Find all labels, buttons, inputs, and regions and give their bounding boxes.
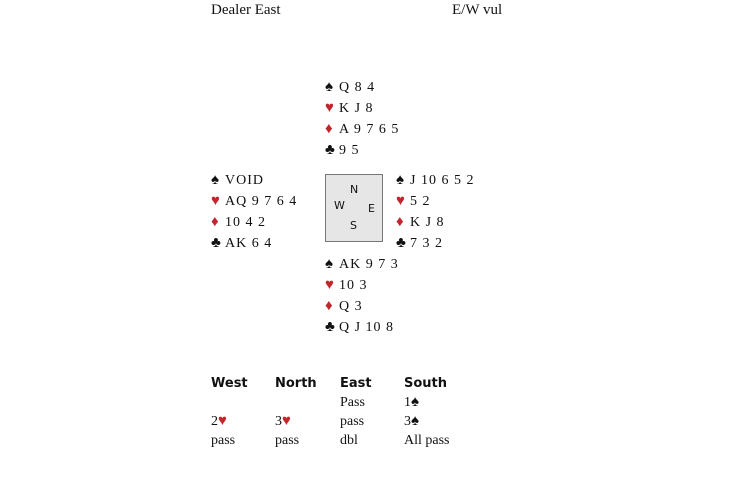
east-hand: ♠J 10 6 5 2♥5 2♦K J 8♣7 3 2 xyxy=(396,170,474,254)
auction-bid: 2♥ xyxy=(211,412,227,431)
auction-bid: pass xyxy=(275,431,299,450)
club-icon: ♣ xyxy=(325,142,336,158)
west-diamonds-row: ♦ 10 4 2 xyxy=(211,212,297,233)
spade-icon: ♠ xyxy=(325,79,334,95)
auction-header-cell: East xyxy=(340,374,372,393)
auction-header: South xyxy=(404,376,448,391)
north-clubs-row: ♣9 5 xyxy=(325,140,399,161)
north-hearts-row: ♥ K J 8 xyxy=(325,98,399,119)
compass-east: E xyxy=(368,202,375,215)
club-icon: ♣ xyxy=(325,319,336,335)
club-icon: ♣ xyxy=(211,235,222,251)
south-diamonds-cards: Q 3 xyxy=(339,299,363,314)
east-diamonds-cards: K J 8 xyxy=(410,215,445,230)
compass-north: N xyxy=(350,183,359,196)
auction-call: pass xyxy=(211,433,236,448)
diamond-icon: ♦ xyxy=(325,298,334,314)
west-clubs-cards: AK 6 4 xyxy=(225,236,273,251)
auction-call: 2 xyxy=(211,414,218,429)
east-hearts-cards: 5 2 xyxy=(410,194,431,209)
south-hearts-cards: 10 3 xyxy=(339,278,368,293)
vulnerability-label: E/W vul xyxy=(452,2,503,18)
spade-icon: ♠ xyxy=(411,394,419,410)
auction-call: Pass xyxy=(340,395,365,410)
heart-icon: ♥ xyxy=(282,413,291,429)
east-hearts-row: ♥ 5 2 xyxy=(396,191,474,212)
auction-bid: 1♠ xyxy=(404,393,419,412)
east-spades-row: ♠ J 10 6 5 2 xyxy=(396,170,474,191)
auction-header: West xyxy=(211,376,248,391)
spade-icon: ♠ xyxy=(396,172,405,188)
south-clubs-row: ♣Q J 10 8 xyxy=(325,317,399,338)
auction-header-cell: North xyxy=(275,374,317,393)
auction-call: dbl xyxy=(340,433,358,448)
compass: N W E S xyxy=(325,174,383,242)
south-diamonds-row: ♦ Q 3 xyxy=(325,296,399,317)
spade-icon: ♠ xyxy=(211,172,220,188)
west-hearts-row: ♥ AQ 9 7 6 4 xyxy=(211,191,297,212)
auction-header: East xyxy=(340,376,372,391)
north-diamonds-row: ♦ A 9 7 6 5 xyxy=(325,119,399,140)
compass-west: W xyxy=(334,199,345,212)
north-spades-row: ♠ Q 8 4 xyxy=(325,77,399,98)
west-hand: ♠VOID♥AQ 9 7 6 4♦10 4 2♣AK 6 4 xyxy=(211,170,297,254)
auction-call: 3 xyxy=(275,414,282,429)
north-diamonds-cards: A 9 7 6 5 xyxy=(339,122,400,137)
diamond-icon: ♦ xyxy=(211,214,220,230)
auction-bid: pass xyxy=(211,431,235,450)
north-hearts-cards: K J 8 xyxy=(339,101,374,116)
south-hand: ♠AK 9 7 3♥10 3♦Q 3♣Q J 10 8 xyxy=(325,254,399,338)
auction-call: All pass xyxy=(404,433,450,448)
north-hand: ♠Q 8 4♥K J 8♦A 9 7 6 5♣9 5 xyxy=(325,77,399,161)
spade-icon: ♠ xyxy=(325,256,334,272)
west-clubs-row: ♣AK 6 4 xyxy=(211,233,297,254)
auction-call: pass xyxy=(275,433,300,448)
auction-call: pass xyxy=(340,414,365,429)
auction-bid: 3♠ xyxy=(404,412,419,431)
heart-icon: ♥ xyxy=(325,100,335,116)
compass-south: S xyxy=(350,219,357,232)
east-spades-cards: J 10 6 5 2 xyxy=(410,173,475,188)
heart-icon: ♥ xyxy=(218,413,227,429)
south-spades-row: ♠ AK 9 7 3 xyxy=(325,254,399,275)
dealer-label: Dealer East xyxy=(211,2,281,18)
south-hearts-row: ♥ 10 3 xyxy=(325,275,399,296)
diamond-icon: ♦ xyxy=(396,214,405,230)
auction-header-cell: South xyxy=(404,374,447,393)
east-clubs-row: ♣7 3 2 xyxy=(396,233,474,254)
west-spades-cards: VOID xyxy=(225,173,264,188)
north-spades-cards: Q 8 4 xyxy=(339,80,376,95)
auction-bid: dbl xyxy=(340,431,358,450)
south-spades-cards: AK 9 7 3 xyxy=(339,257,399,272)
west-spades-row: ♠ VOID xyxy=(211,170,297,191)
south-clubs-cards: Q J 10 8 xyxy=(339,320,395,335)
auction-header-cell: West xyxy=(211,374,248,393)
west-hearts-cards: AQ 9 7 6 4 xyxy=(225,194,298,209)
north-clubs-cards: 9 5 xyxy=(339,143,360,158)
auction-call: 3 xyxy=(404,414,411,429)
auction-bid: All pass xyxy=(404,431,450,450)
heart-icon: ♥ xyxy=(325,277,335,293)
spade-icon: ♠ xyxy=(411,413,419,429)
west-diamonds-cards: 10 4 2 xyxy=(225,215,266,230)
heart-icon: ♥ xyxy=(211,193,221,209)
auction-bid: pass xyxy=(340,412,364,431)
east-clubs-cards: 7 3 2 xyxy=(410,236,443,251)
auction-header: North xyxy=(275,376,317,391)
auction-bid: 3♥ xyxy=(275,412,291,431)
auction-bid: Pass xyxy=(340,393,365,412)
east-diamonds-row: ♦ K J 8 xyxy=(396,212,474,233)
diamond-icon: ♦ xyxy=(325,121,334,137)
club-icon: ♣ xyxy=(396,235,407,251)
auction-call: 1 xyxy=(404,395,411,410)
heart-icon: ♥ xyxy=(396,193,406,209)
